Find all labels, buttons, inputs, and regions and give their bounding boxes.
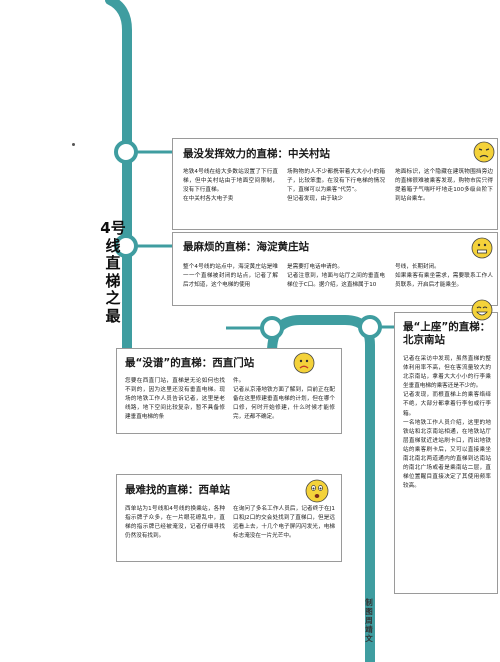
page-title: 4号线直梯之最 xyxy=(100,219,126,325)
card-text-col-2: 是需要打电话申请的。 记者注意到，地面与站厅之间的垂直电梯位于C口。据介绍，这直… xyxy=(287,264,385,289)
station-marker-xizhimen xyxy=(260,316,284,340)
credit-label: 制图周靖文 xyxy=(365,598,373,643)
card-beijingnan: 最“上座”的直梯： 北京南站 记者在采访中发现，虽然直梯的整体利用率不高，但在客… xyxy=(394,299,498,594)
card-xizhimen: 最“没谱”的直梯：西直门站 您要在西直门站，直梯是无论如何也找不到的，因为这里还… xyxy=(116,348,342,434)
card-zhongguancun: 最没发挥效力的直梯：中关村站 地铁4号线在给大多数站设置了下行直梯，但中关村站由… xyxy=(172,138,498,230)
card-title: 最“没谱”的直梯：西直门站 xyxy=(125,357,255,369)
metro-line-route xyxy=(105,0,375,662)
card-xidan: 最难找的直梯：西单站 西单站为1号线和4号线的换乘站，各种指示牌子众多，在一片眼… xyxy=(116,474,342,562)
card-haidianhuangzhuang: 最麻烦的直梯：海淀黄庄站 整个4号线的站点中，海淀黄庄站是唯一一个直梯被封闭的站… xyxy=(172,232,498,306)
station-marker-zhongguancun xyxy=(114,140,138,164)
card-title: 最麻烦的直梯：海淀黄庄站 xyxy=(183,241,309,253)
decorative-dot xyxy=(72,143,75,146)
surprised-face-icon xyxy=(305,479,329,503)
card-text-col-1: 西单站为1号线和4号线的换乘站，各种指示牌子众多，在一片眼花缭乱中，直梯的指示牌… xyxy=(125,506,225,540)
card-title: 最“上座”的直梯： 北京南站 xyxy=(403,321,491,346)
card-text-col-1: 记者在采访中发现，虽然直梯的整体利用率不高，但在客流量较大的北京南站，拿着大大小… xyxy=(403,356,491,490)
station-marker-beijingnan xyxy=(358,315,382,339)
card-text-col-1: 整个4号线的站点中，海淀黄庄站是唯一一个直梯被封闭的站点，记者了解后才知道，这个… xyxy=(183,264,278,289)
grinning-face-icon xyxy=(471,299,493,321)
disappointed-face-icon xyxy=(473,141,495,163)
card-title: 最没发挥效力的直梯：中关村站 xyxy=(183,148,330,160)
grimace-face-icon xyxy=(471,237,493,259)
card-text-col-3: 地面标识，这个隐藏在建筑物围挡旁边的直梯很难被乘客发现，购物市民只得提着箱子气喘… xyxy=(395,169,493,203)
card-text-col-1: 地铁4号线在给大多数站设置了下行直梯，但中关村站由于地面空间限制，没有下行直梯。… xyxy=(183,169,278,203)
card-text-col-2: 在询问了多名工作人员后，记者终于在J1口和J2口的交会处找到了直梯口，但是远远看… xyxy=(233,506,335,540)
card-text-col-1: 您要在西直门站，直梯是无论如何也找不到的，因为这里还没有垂直电梯。现场的地铁工作… xyxy=(125,378,225,421)
card-text-col-3: 号线，长期封闭。 如果乘客有乘坐需求，需要联系工作人员联系，开启后才能乘坐。 xyxy=(395,264,493,289)
card-text-col-2: 场购物的人不少都携带着大大小小的箱子，比较笨重。在没有下行电梯的情况下，直梯可以… xyxy=(287,169,385,203)
card-title: 最难找的直梯：西单站 xyxy=(125,484,230,496)
card-text-col-2: 件。 记者从京港地铁方面了解到，目前正在配备在这里修建垂直电梯的计划，但在哪个口… xyxy=(233,378,335,421)
frowning-face-icon xyxy=(293,352,315,374)
